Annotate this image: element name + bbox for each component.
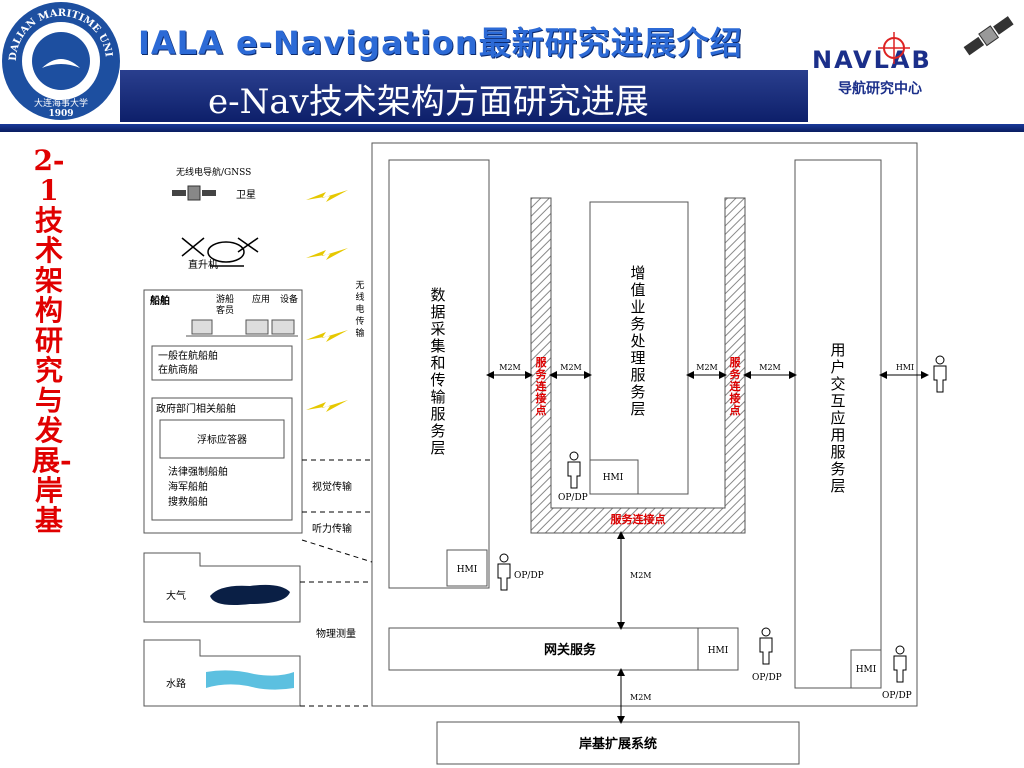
hmi-box-user: [850, 649, 882, 689]
page-subtitle: e-Nav技术架构方面研究进展: [208, 82, 649, 122]
shore-system-frame: [371, 142, 918, 707]
user-interaction-layer-label: 用户交互应用服务层: [830, 341, 845, 495]
navlab-subtitle: 导航研究中心: [838, 81, 922, 97]
device-icon-3: [271, 319, 295, 335]
hmi-box-gateway: [697, 627, 739, 671]
value-added-layer-label: 增值业务处理服务层: [630, 264, 645, 418]
section-title-vertical: 2-1 技术架构研究与发展-岸基: [32, 144, 72, 537]
atmosphere-label: 大气: [166, 589, 186, 602]
physical-label: 物理测量: [316, 627, 356, 640]
hmi-label-value: HMI: [603, 473, 624, 483]
buoy-label: 浮标应答器: [197, 433, 247, 446]
ship-box-title: 船舶: [150, 294, 170, 307]
service-point-left: 服务连接点: [536, 356, 548, 417]
lightning-icon-1: [306, 190, 348, 202]
hmi-box-value: [589, 459, 639, 495]
general-ship-2: 在航商船: [158, 363, 198, 376]
buoy-box: [159, 419, 285, 459]
user-person-icon: [933, 355, 947, 393]
page-title: IALA e-Navigation最新研究进展介绍: [138, 24, 743, 62]
audio-label: 听力传输: [312, 522, 352, 535]
gov-ships-title: 政府部门相关船舶: [156, 402, 236, 415]
gov-ship-3: 搜救船舶: [168, 495, 208, 508]
opdp-label-user: OP/DP: [882, 691, 912, 701]
crosshair-icon: [878, 32, 910, 64]
navlab-wordmark: NAVLAB: [812, 46, 932, 74]
lightning-icon-4: [306, 400, 348, 412]
user-interaction-layer-box: [794, 159, 882, 689]
gov-ship-1: 法律强制船舶: [168, 465, 228, 478]
helicopter-label: 直升机: [188, 258, 218, 271]
header-top-bar: [0, 0, 1024, 68]
atmosphere-box: [143, 552, 301, 623]
ship-col-1: 游船客员: [216, 293, 234, 316]
university-logo-cn: 大连海事大学: [34, 97, 88, 109]
lightning-icon-3: [306, 330, 348, 342]
m2m-label-2: M2M: [560, 363, 581, 372]
cloud-icon: [210, 584, 290, 605]
opdp-label-data: OP/DP: [514, 571, 544, 581]
service-point-right: 服务连接点: [730, 356, 742, 417]
data-collection-layer-label: 数据采集和传输服务层: [430, 286, 445, 457]
audio-line: [301, 539, 373, 563]
satellite-logo-icon: [963, 16, 1014, 56]
service-connection-u: [530, 197, 746, 534]
satellite-label: 卫星: [236, 189, 256, 201]
m2m-label-4: M2M: [759, 363, 780, 372]
visual-label: 视觉传输: [312, 480, 352, 493]
hmi-box-data: [446, 549, 488, 587]
ship-col-3: 设备: [280, 293, 298, 305]
satellite-icon: [172, 185, 216, 201]
hmi-label-data: HMI: [457, 565, 478, 575]
gov-ships-box: [151, 397, 293, 521]
radio-gnss-label: 无线电导航/GNSS: [176, 166, 251, 178]
header-divider: [0, 124, 1024, 132]
gateway-label: 网关服务: [544, 642, 597, 658]
hmi-label-user: HMI: [856, 665, 877, 675]
university-logo-text-ring: DALIAN MARITIME UNIVERSITY 大连海事大学 1909: [2, 2, 114, 119]
ship-col-2: 应用: [252, 293, 270, 305]
operator-icon-value: [567, 451, 581, 489]
lightning-icon-2: [306, 248, 348, 260]
opdp-label-gateway: OP/DP: [752, 673, 782, 683]
m2m-label-shore: M2M: [630, 693, 651, 702]
university-logo: DALIAN MARITIME UNIVERSITY 大连海事大学 1909: [2, 2, 120, 120]
hmi-arrow-label: HMI: [896, 363, 914, 372]
operator-icon-user: [893, 645, 907, 683]
university-logo-year: 1909: [48, 109, 73, 119]
operator-icon-gateway: [759, 627, 773, 665]
hmi-label-gateway: HMI: [708, 646, 729, 656]
device-icon-2: [245, 319, 269, 335]
waterway-label: 水路: [166, 677, 186, 690]
opdp-label-value: OP/DP: [558, 493, 588, 503]
operator-icon-data: [497, 553, 511, 591]
water-icon: [206, 670, 294, 690]
m2m-label-gateway: M2M: [630, 571, 651, 580]
m2m-label-3: M2M: [696, 363, 717, 372]
wireless-label: 无线电传输: [355, 280, 364, 339]
data-collection-layer-box: [388, 159, 490, 589]
general-ships-box: [151, 345, 293, 381]
shore-extension-label: 岸基扩展系统: [579, 736, 657, 752]
gov-ship-2: 海军船舶: [168, 480, 208, 493]
device-icon-1: [191, 319, 213, 335]
gateway-box: [388, 627, 739, 671]
helicopter-icon: [181, 237, 259, 267]
m2m-label-1: M2M: [499, 363, 520, 372]
value-added-layer-box: [589, 201, 689, 495]
general-ship-1: 一般在航船舶: [158, 349, 218, 362]
shore-extension-box: [436, 721, 800, 765]
wave-emblem-icon: [42, 59, 80, 68]
header-dark-panel: [120, 70, 808, 122]
service-point-bottom: 服务连接点: [611, 512, 666, 526]
